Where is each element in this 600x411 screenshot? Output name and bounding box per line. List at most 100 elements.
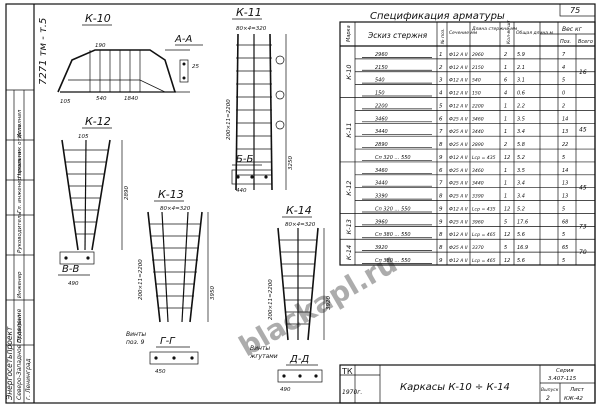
spec-cell-count: 2 <box>504 142 507 148</box>
spec-cell-count: 1 <box>504 194 507 200</box>
spec-cell-sketch: 2960 <box>375 52 388 58</box>
spec-cell-pos: 3 <box>439 78 443 84</box>
gg-label: Г-Г <box>160 336 176 347</box>
spec-cell-wpos: 5 <box>562 78 565 84</box>
spec-table: Спецификация арматуры Марка Эскиз стержн… <box>339 11 596 266</box>
spec-cell-count: 5 <box>504 219 507 225</box>
spec-cell-section: Ф12 А II <box>449 91 468 97</box>
spec-cell-sketch: 2890 <box>375 142 388 148</box>
spec-cell-total: 16.9 <box>517 245 528 251</box>
hdr-pos: № поз. <box>440 28 446 45</box>
gg-note-1: Винты <box>126 331 146 338</box>
spec-cell-section: Ф25 А II <box>449 168 468 174</box>
spec-cell-count: 1 <box>504 103 507 109</box>
hdr-total: Общая длина м <box>516 30 553 36</box>
spec-cell-count: 4 <box>504 91 507 97</box>
spec-cell-total: 2.1 <box>517 65 525 71</box>
spec-cell-sketch: Сп 320 … 550 <box>375 155 411 161</box>
spec-cell-pos: 5 <box>439 103 443 109</box>
stamp-role-5: Проверил <box>17 314 23 343</box>
spec-cell-total: 3.4 <box>517 181 525 187</box>
spec-cell-count: 6 <box>504 78 507 84</box>
spec-cell-section: Ф12 А II <box>449 206 468 212</box>
spec-cell-total: 3.4 <box>517 129 525 135</box>
spec-cell-section: Ф12 А II <box>449 78 468 84</box>
spec-cell-total: 5.9 <box>517 52 525 58</box>
spec-cell-wpos: 0 <box>562 91 565 97</box>
title-year: 1970г. <box>342 389 362 396</box>
spec-cell-wpos: 65 <box>562 245 568 251</box>
title-block: ТК 1970г. Каркасы К-10 ÷ К-14 Серия 3.40… <box>339 364 596 404</box>
spec-cell-total: 5.8 <box>517 142 525 148</box>
hdr-section: Сечение мм <box>449 30 478 36</box>
spec-cell-total: 3.5 <box>517 168 525 174</box>
spec-cell-count: 12 <box>504 206 510 212</box>
spec-cell-sketch: Сп 320 … 550 <box>375 206 411 212</box>
title-sheet-value: КЖ-42 <box>564 396 583 402</box>
view-k10: К-10 190 540 105 1840 <box>57 12 190 105</box>
spec-cell-section: Ф25 А II <box>449 245 468 251</box>
doc-code: 7271 тм - т.5 <box>38 18 49 85</box>
k14-dim-vert: 200×11=2200 <box>268 279 274 320</box>
spec-cell-pos: 7 <box>439 181 443 187</box>
k13-dim-right: 3950 <box>210 286 216 300</box>
spec-cell-wpos: 2 <box>562 103 565 109</box>
spec-cell-length: Lср = 465 <box>472 258 496 264</box>
spec-cell-total: 2.2 <box>517 103 525 109</box>
spec-cell-pos: 7 <box>439 129 443 135</box>
hdr-sketch: Эскиз стержня <box>367 31 428 40</box>
spec-cell-total: 5.2 <box>517 155 525 161</box>
spec-cell-wtotal: 45 <box>579 127 587 134</box>
title-sheet-label: Лист <box>569 387 585 393</box>
spec-cell-section: Ф12 А II <box>449 155 468 161</box>
spec-cell-length: 540 <box>472 78 481 84</box>
spec-cell-total: 0.6 <box>517 91 525 97</box>
spec-cell-length: 3440 <box>472 129 484 135</box>
title-issue-label: Выпуск <box>541 387 559 393</box>
spec-cell-total: 3.1 <box>517 78 525 84</box>
title-issue-value: 2 <box>546 395 550 402</box>
k13-dim-vert: 200×11=2200 <box>138 259 144 300</box>
hdr-length: Длина стержня мм <box>471 26 518 32</box>
k14-dim-top: 80×4=320 <box>285 222 316 228</box>
view-k12: К-12 105 2890 <box>61 115 130 251</box>
spec-cell-length: 2150 <box>472 65 484 71</box>
stamp-role-3: Руководитель <box>17 212 23 253</box>
spec-cell-pos: 9 <box>439 206 443 212</box>
k12-label: К-12 <box>85 115 111 128</box>
spec-cell-sketch: 3390 <box>375 194 388 200</box>
k11-label: К-11 <box>236 6 262 19</box>
spec-cell-wpos: 4 <box>562 65 565 71</box>
spec-cell-length: Lср = 435 <box>472 206 496 212</box>
aa-label: А-А <box>174 34 192 45</box>
spec-cell-wpos: 22 <box>562 142 568 148</box>
spec-cell-sketch: 2200 <box>375 103 388 109</box>
spec-cell-count: 2 <box>504 52 507 58</box>
stamp-city: г. Ленинград <box>25 358 32 400</box>
spec-cell-section: Ф25 А II <box>449 181 468 187</box>
stamp-role-2: Гл. инженер проекта <box>17 151 23 213</box>
stamp-role-1: Начальник отдела <box>17 124 23 178</box>
spec-cell-pos: 6 <box>439 168 443 174</box>
spec-cell-pos: 9 <box>439 258 443 264</box>
spec-cell-sketch: 3460 <box>375 168 388 174</box>
spec-cell-count: 12 <box>504 258 510 264</box>
spec-cell-total: 5.6 <box>517 232 525 238</box>
spec-cell-sketch: 3960 <box>375 219 388 225</box>
spec-cell-section: Ф12 А II <box>449 65 468 71</box>
k12-dim-top: 105 <box>78 134 89 140</box>
spec-cell-pos: 4 <box>439 91 443 97</box>
k11-dim-top: 80×4=320 <box>236 26 267 32</box>
spec-cell-wtotal: 73 <box>579 223 587 230</box>
k14-label: К-14 <box>286 204 312 217</box>
spec-cell-wtotal: 70 <box>579 249 587 256</box>
spec-cell-length: 2890 <box>472 142 484 148</box>
spec-cell-wpos: 14 <box>562 116 568 122</box>
hdr-weight: Вес кг <box>562 26 583 33</box>
spec-cell-length: 2200 <box>472 103 484 109</box>
spec-cell-wpos: 13 <box>562 194 568 200</box>
spec-cell-wpos: 5 <box>562 232 565 238</box>
view-k14: К-14 80×4=320 200×11=2200 3920 <box>268 204 332 341</box>
hdr-mark: Марка <box>346 25 352 42</box>
